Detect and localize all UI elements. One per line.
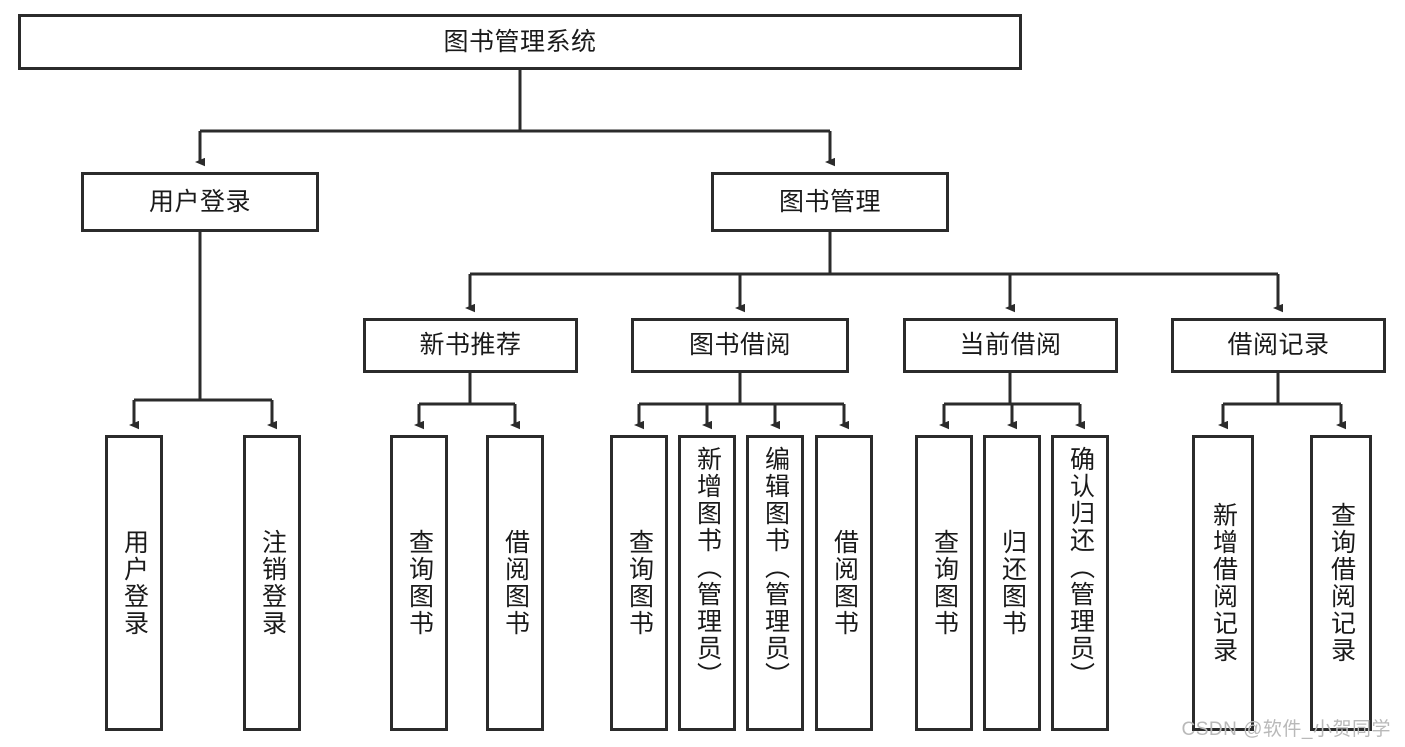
node-label: 用户登录: [148, 187, 251, 216]
node-leaf-query-book-borrow[interactable]: 查询图书: [610, 435, 668, 731]
node-borrow-record[interactable]: 借阅记录: [1171, 318, 1386, 373]
node-label: 查询借阅记录: [1327, 502, 1356, 664]
node-label: 查询图书: [625, 529, 654, 637]
node-leaf-borrow-book[interactable]: 借阅图书: [815, 435, 873, 731]
node-label: 归还图书: [998, 529, 1027, 637]
node-user-login[interactable]: 用户登录: [81, 172, 319, 232]
node-leaf-user-logout[interactable]: 注销登录: [243, 435, 301, 731]
node-leaf-return-book[interactable]: 归还图书: [983, 435, 1041, 731]
node-label: 编辑图书（管理员）: [761, 446, 790, 689]
node-new-book-recommend[interactable]: 新书推荐: [363, 318, 578, 373]
node-label: 借阅图书: [830, 529, 859, 637]
node-leaf-add-borrow-record[interactable]: 新增借阅记录: [1192, 435, 1254, 731]
node-root-system[interactable]: 图书管理系统: [18, 14, 1022, 70]
node-leaf-user-login[interactable]: 用户登录: [105, 435, 163, 731]
node-label: 确认归还（管理员）: [1066, 446, 1095, 689]
watermark: CSDN @软件_小贺同学: [1181, 719, 1391, 740]
node-label: 注销登录: [258, 529, 287, 637]
node-leaf-borrow-book-recommend[interactable]: 借阅图书: [486, 435, 544, 731]
node-label: 当前借阅: [959, 331, 1062, 360]
node-leaf-query-book-recommend[interactable]: 查询图书: [390, 435, 448, 731]
node-leaf-query-borrow-record[interactable]: 查询借阅记录: [1310, 435, 1372, 731]
node-label: 新增图书（管理员）: [693, 446, 722, 689]
node-book-manage[interactable]: 图书管理: [711, 172, 949, 232]
node-label: 图书管理系统: [443, 27, 597, 56]
node-label: 查询图书: [405, 529, 434, 637]
node-leaf-edit-book-admin[interactable]: 编辑图书（管理员）: [746, 435, 804, 731]
node-leaf-confirm-return-admin[interactable]: 确认归还（管理员）: [1051, 435, 1109, 731]
node-label: 新书推荐: [419, 331, 522, 360]
node-label: 借阅记录: [1227, 331, 1330, 360]
node-label: 借阅图书: [501, 529, 530, 637]
node-leaf-add-book-admin[interactable]: 新增图书（管理员）: [678, 435, 736, 731]
node-label: 查询图书: [930, 529, 959, 637]
node-leaf-query-book-current[interactable]: 查询图书: [915, 435, 973, 731]
node-label: 用户登录: [120, 529, 149, 637]
node-label: 新增借阅记录: [1209, 502, 1238, 664]
node-label: 图书借阅: [688, 331, 791, 360]
node-book-borrow[interactable]: 图书借阅: [631, 318, 849, 373]
node-current-borrow[interactable]: 当前借阅: [903, 318, 1118, 373]
node-label: 图书管理: [778, 187, 881, 216]
